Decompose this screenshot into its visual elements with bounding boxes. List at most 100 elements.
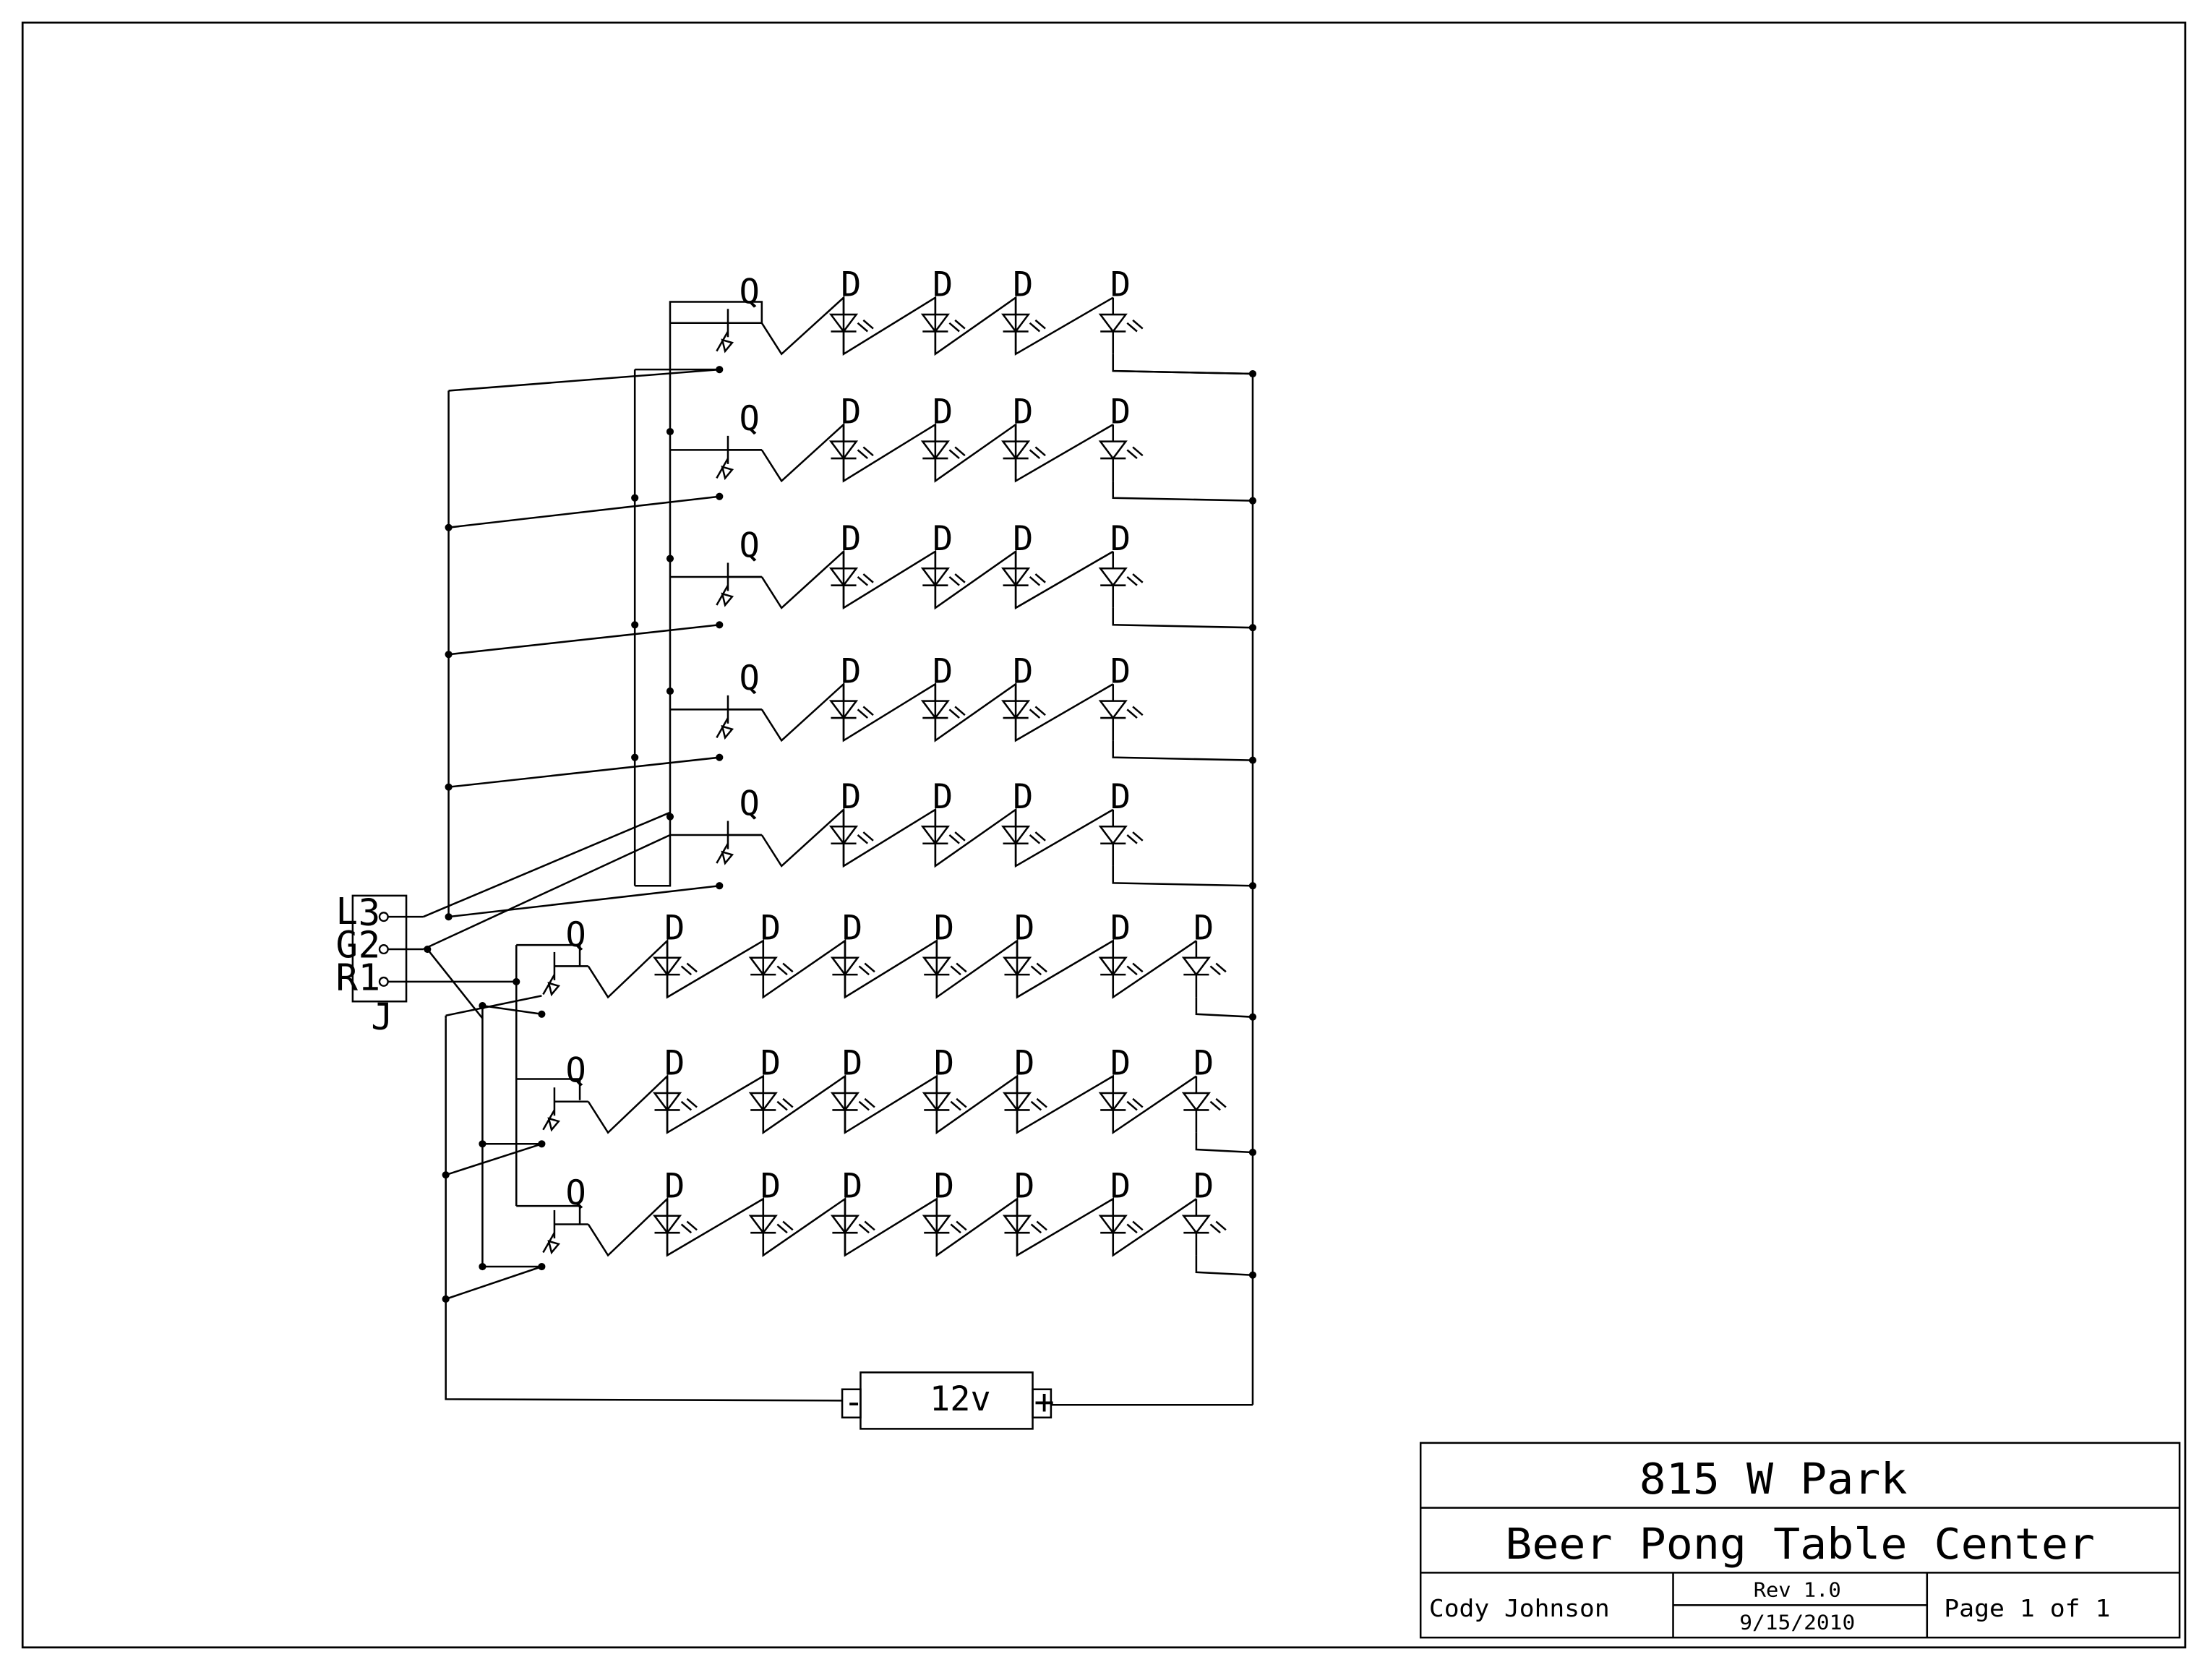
led-arrow (862, 446, 874, 457)
battery-neg-terminal (841, 1388, 862, 1419)
led-label: D (1193, 1045, 1214, 1084)
transistor-arrow (721, 724, 734, 740)
rail-connection (1112, 740, 1253, 761)
led-arrow (680, 1100, 693, 1111)
led-arrow (1126, 965, 1138, 976)
rail-connection (1195, 1255, 1253, 1276)
led-arrow (1034, 831, 1046, 842)
led-arrow (864, 1220, 875, 1231)
led-arrow (956, 1097, 967, 1108)
transistor-label: Q (740, 527, 760, 566)
led-arrow (858, 965, 870, 976)
battery-12v: - + 12v (841, 1371, 1055, 1430)
led-label: D (1013, 778, 1033, 817)
led-arrow (1209, 1100, 1221, 1111)
led-arrow (1132, 831, 1144, 842)
junction-dot (716, 753, 724, 761)
led-label: D (664, 1045, 685, 1084)
led-arrow (776, 1223, 788, 1234)
junction-dot (445, 913, 453, 921)
led-chain-wire (587, 1196, 1197, 1257)
transistor-label: Q (566, 1051, 586, 1090)
junction-dot (445, 783, 453, 791)
junction-dot (538, 1140, 546, 1148)
junction-dot (513, 977, 520, 985)
circuit-wiring (387, 295, 1254, 1406)
led-label: D (934, 1045, 954, 1084)
led-arrow (862, 706, 874, 716)
led-arrow (1036, 1097, 1047, 1108)
led-label: D (1110, 520, 1131, 559)
led-triangle (922, 1215, 951, 1235)
led-arrow (857, 576, 869, 586)
title-block: 815 W Park Beer Pong Table Center Cody J… (1419, 1442, 2181, 1639)
junction-dot (666, 554, 674, 562)
led-arrow (1126, 576, 1138, 586)
led-label: D (933, 778, 953, 817)
component-symbols (542, 297, 1227, 1256)
led-triangle (828, 567, 859, 587)
led-triangle (920, 826, 950, 845)
led-label: D (760, 909, 781, 948)
emitter-link (448, 884, 720, 918)
led-arrow (1132, 319, 1144, 330)
junction-dot (1248, 1148, 1257, 1157)
led-arrow (948, 322, 960, 333)
led-arrow (1209, 965, 1221, 976)
led-arrow (864, 962, 875, 973)
led-triangle (1001, 313, 1031, 333)
led-arrow (1034, 706, 1046, 716)
transistor-label: Q (740, 400, 760, 439)
led-label: D (1193, 1167, 1214, 1206)
led-arrow (1034, 319, 1046, 330)
led-label: D (664, 1167, 685, 1206)
sheet-border (21, 21, 2187, 1649)
location-text: 815 W Park (1639, 1455, 1908, 1504)
led-arrow (1215, 962, 1227, 973)
led-arrow (948, 576, 960, 586)
led-label: D (842, 1167, 862, 1206)
junction-dot (1248, 369, 1257, 378)
led-label: D (1110, 1167, 1131, 1206)
led-arrow (864, 1097, 875, 1108)
led-triangle (828, 826, 859, 845)
led-label: D (1013, 520, 1033, 559)
led-triangle (828, 700, 859, 720)
led-arrow (858, 1223, 870, 1234)
led-label: D (760, 1045, 781, 1084)
led-label: D (1110, 909, 1131, 948)
pin-3-signal-label: L (335, 890, 358, 933)
connector-j: L 3 G 2 R 1 J (335, 890, 408, 1038)
pin-2-wire (422, 834, 671, 951)
led-arrow (686, 962, 698, 973)
led-label: D (934, 909, 954, 948)
led-arrow (686, 1220, 698, 1231)
pin-1-terminal (378, 976, 389, 987)
junction-dot (442, 1171, 450, 1179)
junction-dot (666, 427, 674, 436)
led-label: D (1014, 1167, 1034, 1206)
junction-dot (1248, 624, 1257, 632)
led-arrow (1029, 576, 1041, 586)
led-arrow (776, 965, 788, 976)
led-arrow (956, 1220, 967, 1231)
rail-connection (1195, 1132, 1253, 1154)
led-triangle (828, 313, 859, 333)
led-arrow (1126, 1223, 1138, 1234)
pin-3-number: 3 (359, 891, 381, 934)
junction-dot (1248, 882, 1257, 890)
battery-pos-symbol: + (1034, 1383, 1054, 1422)
led-triangle (1098, 567, 1128, 587)
led-triangle (748, 1092, 778, 1112)
positive-rail-top (1114, 369, 1253, 375)
emitter-link (448, 495, 720, 528)
led-label: D (1110, 778, 1131, 817)
led-chain-wire (760, 549, 1114, 610)
junction-dot (479, 1140, 486, 1148)
led-arrow (857, 708, 869, 719)
pin-2-terminal (378, 944, 389, 955)
led-triangle (1001, 440, 1031, 461)
transistor-arrow (547, 982, 561, 997)
pin-1-number: 1 (359, 956, 381, 999)
